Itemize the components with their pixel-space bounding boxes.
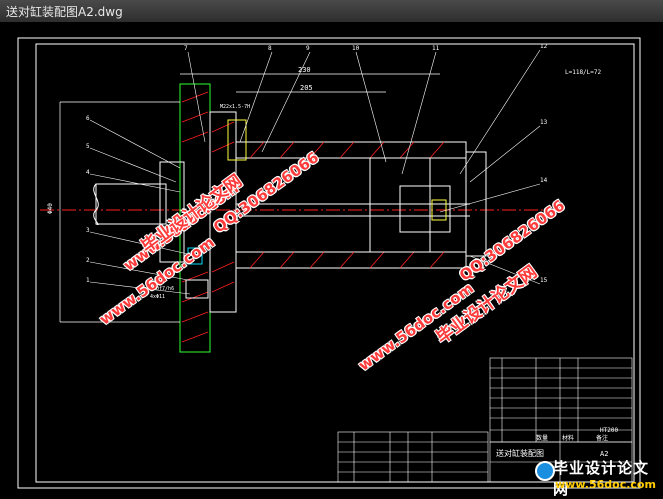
cad-drawing: 230 205 Φ40 M22x1.5-7H Φ40f7/h6 4xΦ11 L=… — [17, 37, 641, 489]
title-block-size: A2 — [600, 450, 608, 458]
site-branding[interactable]: 毕业设计论文网 www.56doc.com — [533, 455, 663, 498]
annotation-thread: M22x1.5-7H — [220, 104, 250, 110]
piston-nut — [399, 185, 451, 233]
bom-header-qty: 数量 — [536, 434, 548, 442]
annotation-length: L=118/L=72 — [565, 69, 602, 76]
balloon-10: 10 — [352, 45, 360, 52]
barrel-top-wall — [235, 141, 467, 159]
balloon-6: 6 — [86, 115, 90, 122]
balloon-4: 4 — [86, 169, 90, 176]
title-block-name: 送对缸装配图 — [496, 448, 544, 458]
balloon-1: 1 — [86, 277, 90, 284]
annotation-fit: Φ40f7/h6 — [150, 286, 174, 292]
site-logo-icon — [535, 461, 555, 481]
bom-header-material: 材料 — [562, 434, 574, 442]
barrel-bottom-wall — [235, 251, 467, 269]
balloon-9: 9 — [306, 45, 310, 52]
drawing-frame-inner — [35, 43, 635, 483]
balloon-15: 15 — [540, 277, 548, 284]
title-block — [337, 431, 633, 483]
branding-name: 毕业设计论文网 — [553, 459, 650, 498]
balloon-12: 12 — [540, 43, 548, 50]
piston — [369, 157, 431, 253]
balloon-8: 8 — [268, 45, 272, 52]
branding-url: www.56doc.com — [555, 478, 656, 491]
bom-header-remark: 备注 — [596, 434, 608, 442]
balloon-7: 7 — [184, 45, 188, 52]
dim-overall-length: 230 — [298, 66, 311, 74]
balloon-11: 11 — [432, 45, 440, 52]
balloon-14: 14 — [540, 177, 548, 184]
piston-rod — [95, 183, 167, 225]
title-block-material: HT200 — [600, 427, 618, 434]
drawing-frame-outer — [17, 37, 641, 489]
dim-diameter: Φ40 — [47, 203, 54, 214]
dim-inner-length: 205 — [300, 84, 313, 92]
window-title: 送对缸装配图A2.dwg — [6, 5, 123, 19]
window-titlebar: 送对缸装配图A2.dwg — [0, 0, 663, 23]
cad-viewport[interactable]: 230 205 Φ40 M22x1.5-7H Φ40f7/h6 4xΦ11 L=… — [0, 22, 663, 497]
balloon-5: 5 — [86, 143, 90, 150]
balloon-2: 2 — [86, 257, 90, 264]
annotation-holes: 4xΦ11 — [150, 294, 165, 300]
balloon-13: 13 — [540, 119, 548, 126]
balloon-3: 3 — [86, 227, 90, 234]
